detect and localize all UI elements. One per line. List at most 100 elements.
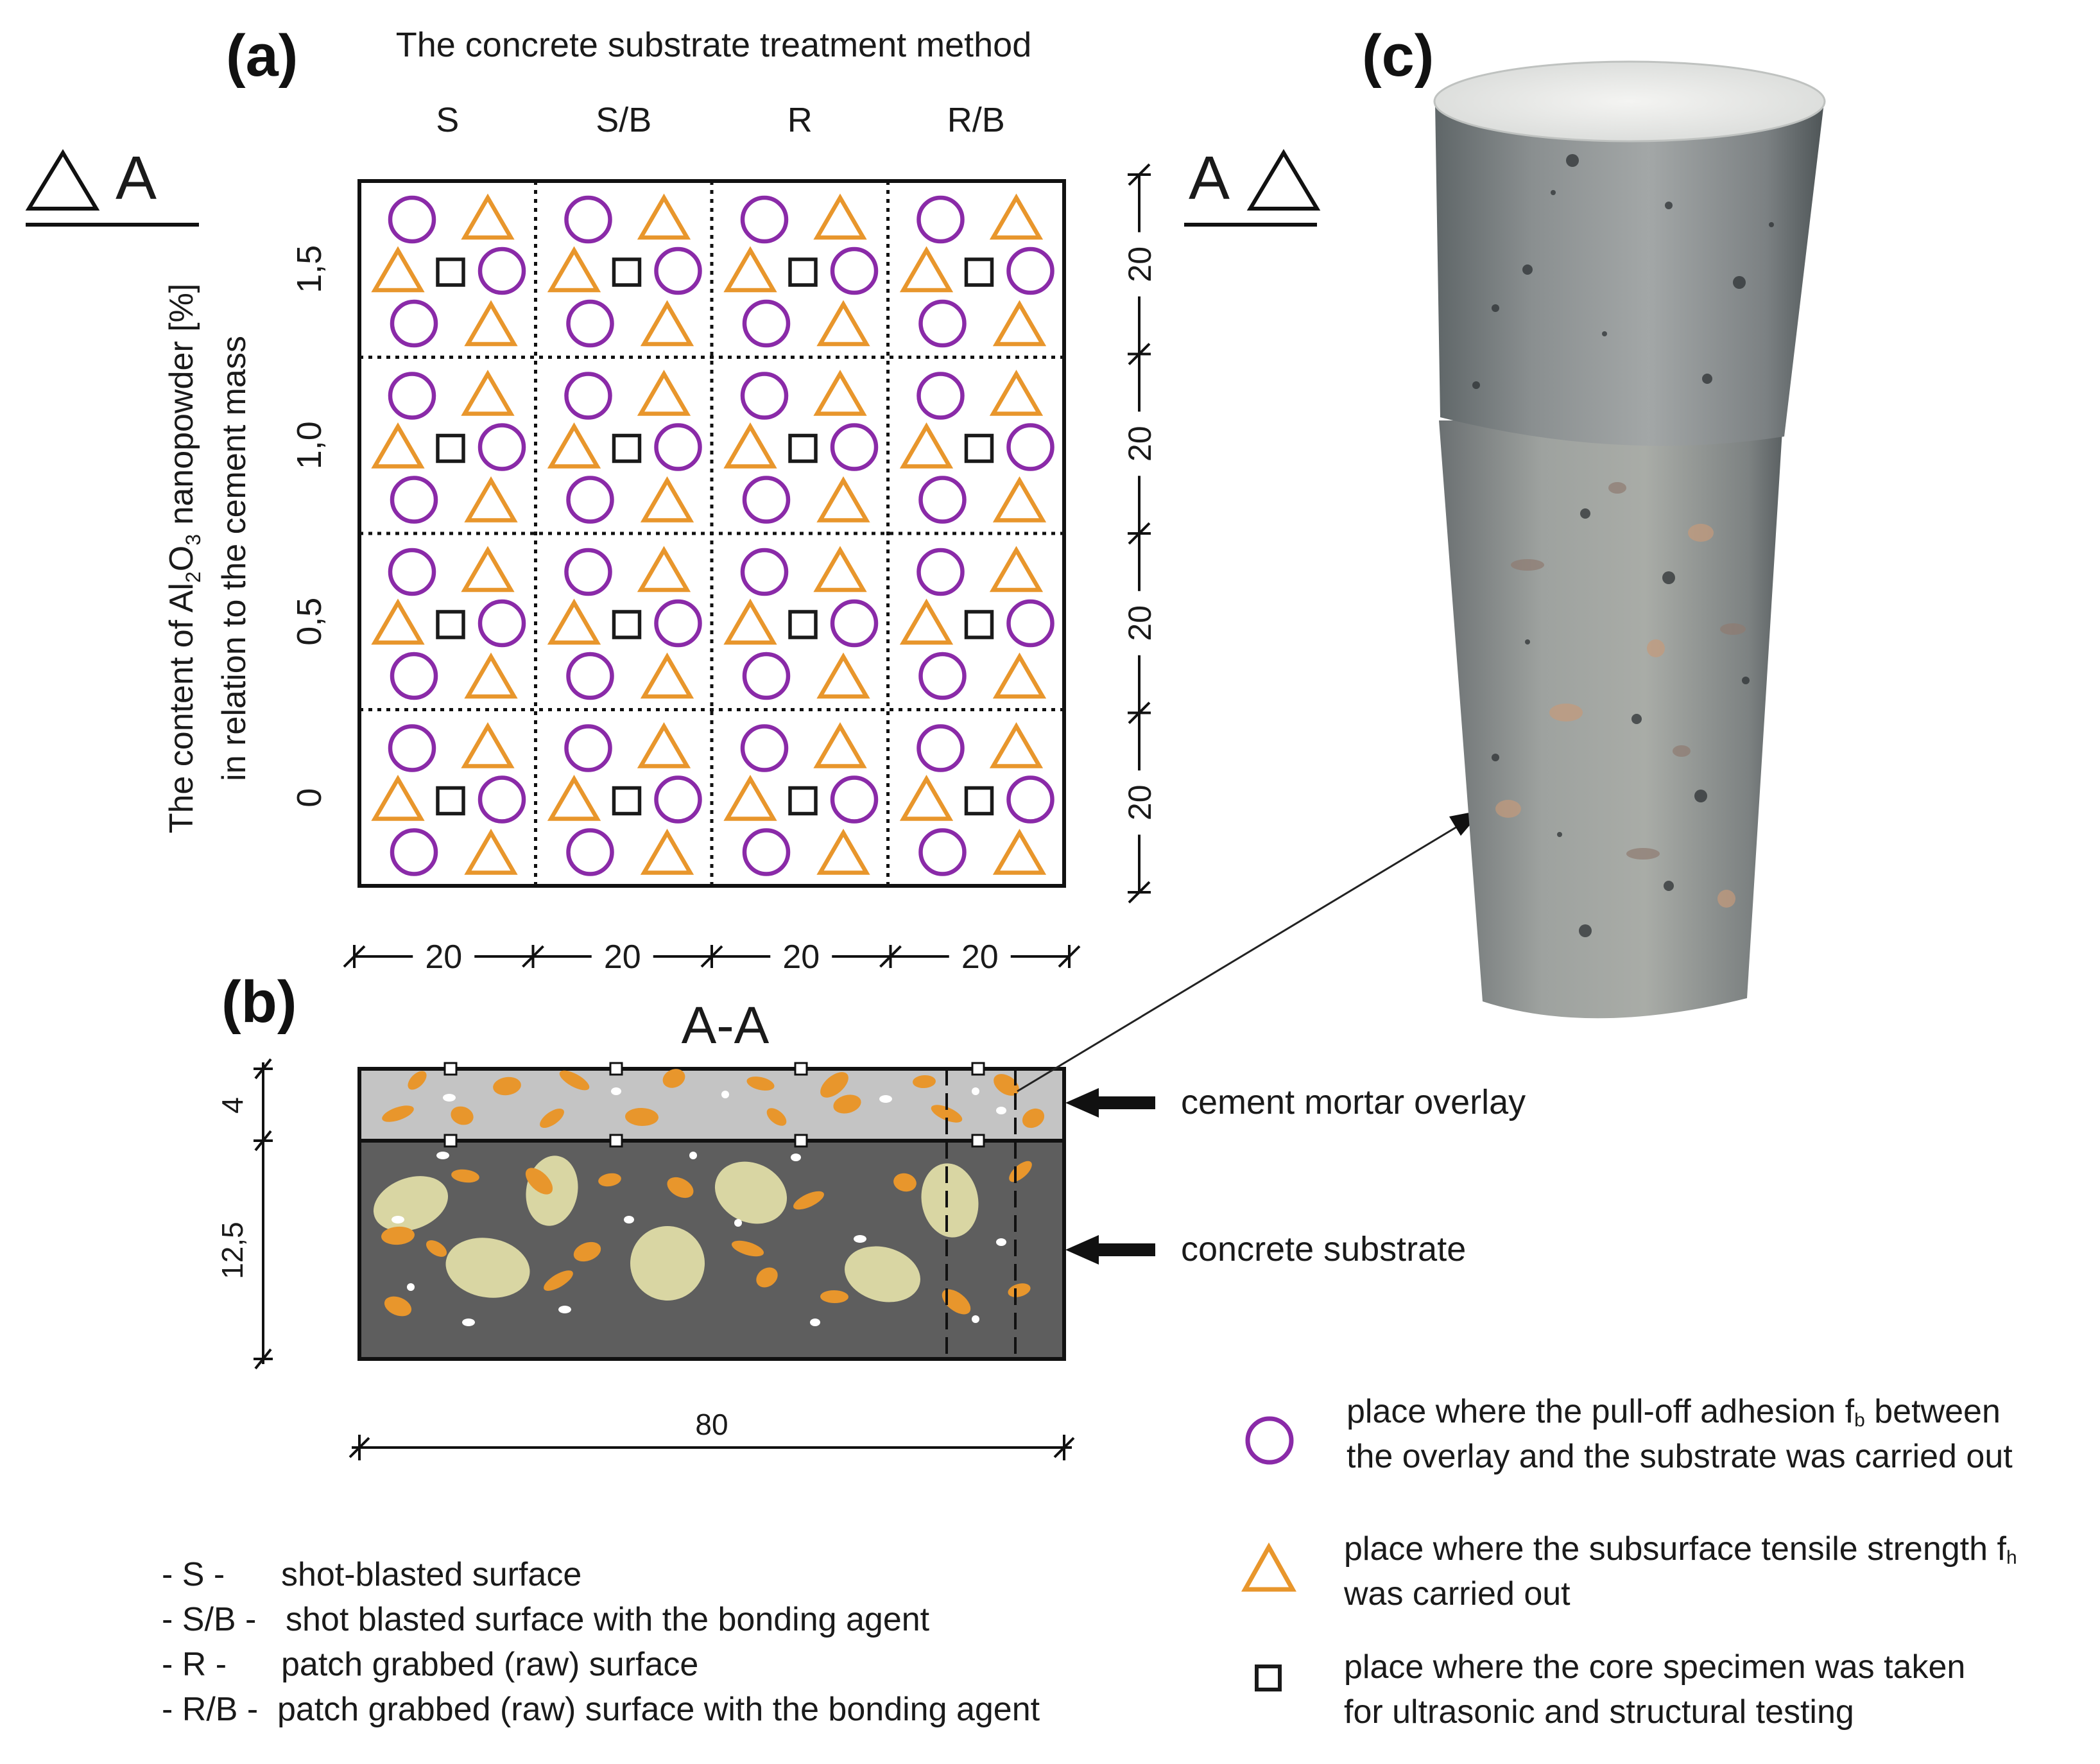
core-sample-square xyxy=(788,610,818,639)
tensile-test-triangle xyxy=(464,652,518,699)
pull-off-test-circle xyxy=(740,372,789,420)
pebble xyxy=(1549,704,1583,722)
fine-aggregate xyxy=(1008,1283,1031,1297)
tensile-test-triangle xyxy=(464,300,518,347)
tensile-test-triangle xyxy=(813,370,867,416)
fine-aggregate xyxy=(426,1240,447,1257)
legend-triangle-line2: was carried out xyxy=(1343,1575,1571,1613)
pull-off-test-circle xyxy=(830,246,879,295)
core-sample-square xyxy=(436,433,465,463)
pull-off-test-circle xyxy=(740,548,789,596)
core-sample-square xyxy=(436,610,465,639)
panel-label-c: (c) xyxy=(1362,23,1434,89)
abbreviation-text: shot-blasted surface xyxy=(281,1556,581,1593)
pull-off-test-circle xyxy=(478,775,526,824)
section-title: A-A xyxy=(682,996,770,1055)
fine-particle xyxy=(996,1238,1006,1246)
pull-off-test-circle xyxy=(918,299,967,348)
legend-circle-line1: place where the pull-off adhesion fb bet… xyxy=(1347,1393,2001,1431)
fine-aggregate xyxy=(1022,1108,1045,1128)
legend-circle-icon xyxy=(1245,1416,1294,1465)
pebble xyxy=(1647,639,1665,657)
core-marker xyxy=(443,1062,458,1076)
section-mark-left: A xyxy=(25,144,199,227)
pore xyxy=(1733,276,1746,289)
section-width-dim: 80 xyxy=(349,1408,1075,1460)
section-triangle-icon xyxy=(25,149,100,211)
pore xyxy=(1472,381,1480,389)
pore xyxy=(1492,754,1499,761)
tensile-test-triangle xyxy=(640,300,694,347)
core-markers xyxy=(443,1062,985,1148)
pore xyxy=(1602,331,1607,336)
fine-particle xyxy=(611,1087,621,1095)
pull-off-test-circle xyxy=(918,652,967,700)
row-label: 0,5 xyxy=(290,598,329,646)
tensile-test-triangle xyxy=(989,722,1044,768)
pull-off-test-circle xyxy=(478,599,526,648)
fine-particle xyxy=(791,1154,801,1161)
pore xyxy=(1580,508,1590,519)
pull-off-test-circle xyxy=(917,548,965,596)
core-marker xyxy=(794,1134,808,1148)
tensile-test-triangle xyxy=(371,246,425,293)
fine-aggregate xyxy=(408,1071,427,1090)
tensile-test-triangle xyxy=(899,598,954,645)
tensile-test-triangle xyxy=(461,546,515,592)
tensile-test-triangle xyxy=(992,652,1047,699)
coarse-aggregate xyxy=(845,1246,920,1302)
fine-aggregate xyxy=(913,1075,936,1089)
row-dim-value: 20 xyxy=(1122,605,1158,641)
fine-aggregate xyxy=(540,1108,564,1128)
pebble xyxy=(1511,559,1544,571)
pore xyxy=(1631,714,1642,724)
pull-off-test-circle xyxy=(918,476,967,524)
row-labels: 1,51,00,50 xyxy=(290,245,329,808)
tensile-test-triangle xyxy=(637,722,691,768)
cross-section xyxy=(357,1062,1066,1361)
pore xyxy=(1694,790,1707,802)
abbreviation-code: - R - xyxy=(162,1646,227,1683)
pore xyxy=(1566,154,1579,167)
core-sample-square xyxy=(612,610,642,639)
tensile-test-triangle xyxy=(637,370,691,416)
pore xyxy=(1742,677,1750,684)
section-left-dims: 4 12,5 xyxy=(216,1058,273,1370)
pebble xyxy=(1688,524,1714,542)
fine-particle xyxy=(407,1283,415,1291)
fine-particle xyxy=(689,1152,697,1159)
grid-lines xyxy=(359,181,1064,886)
section-triangle-icon xyxy=(1246,149,1321,211)
tensile-test-triangle xyxy=(899,246,954,293)
fine-aggregate xyxy=(942,1289,971,1315)
fine-particle xyxy=(854,1235,866,1243)
tensile-test-triangle xyxy=(992,829,1047,875)
pore xyxy=(1579,924,1592,937)
tensile-test-triangle xyxy=(547,246,601,293)
pore xyxy=(1702,374,1712,384)
core-marker xyxy=(794,1062,808,1076)
core-top-face xyxy=(1433,60,1826,143)
coarse-aggregate xyxy=(921,1163,979,1238)
pull-off-test-circle xyxy=(918,828,967,876)
coarse-aggregate xyxy=(714,1161,788,1224)
arrow-left-icon xyxy=(1065,1088,1155,1118)
fine-aggregate xyxy=(662,1069,685,1088)
test-locations xyxy=(371,193,1054,876)
substrate-callout: concrete substrate xyxy=(1065,1230,1466,1268)
pull-off-test-circle xyxy=(564,372,612,420)
pull-off-test-circle xyxy=(742,652,791,700)
row-dim-value: 20 xyxy=(1122,784,1158,820)
core-sample-square xyxy=(436,786,465,816)
pull-off-test-circle xyxy=(388,724,436,772)
fine-aggregate xyxy=(833,1094,861,1114)
fine-particle xyxy=(443,1094,456,1102)
pull-off-test-circle xyxy=(478,246,526,295)
pull-off-test-circle xyxy=(654,246,702,295)
coarse-aggregate xyxy=(373,1176,449,1231)
tensile-test-triangle xyxy=(547,422,601,469)
tensile-test-triangle xyxy=(989,546,1044,592)
pull-off-test-circle xyxy=(388,372,436,420)
